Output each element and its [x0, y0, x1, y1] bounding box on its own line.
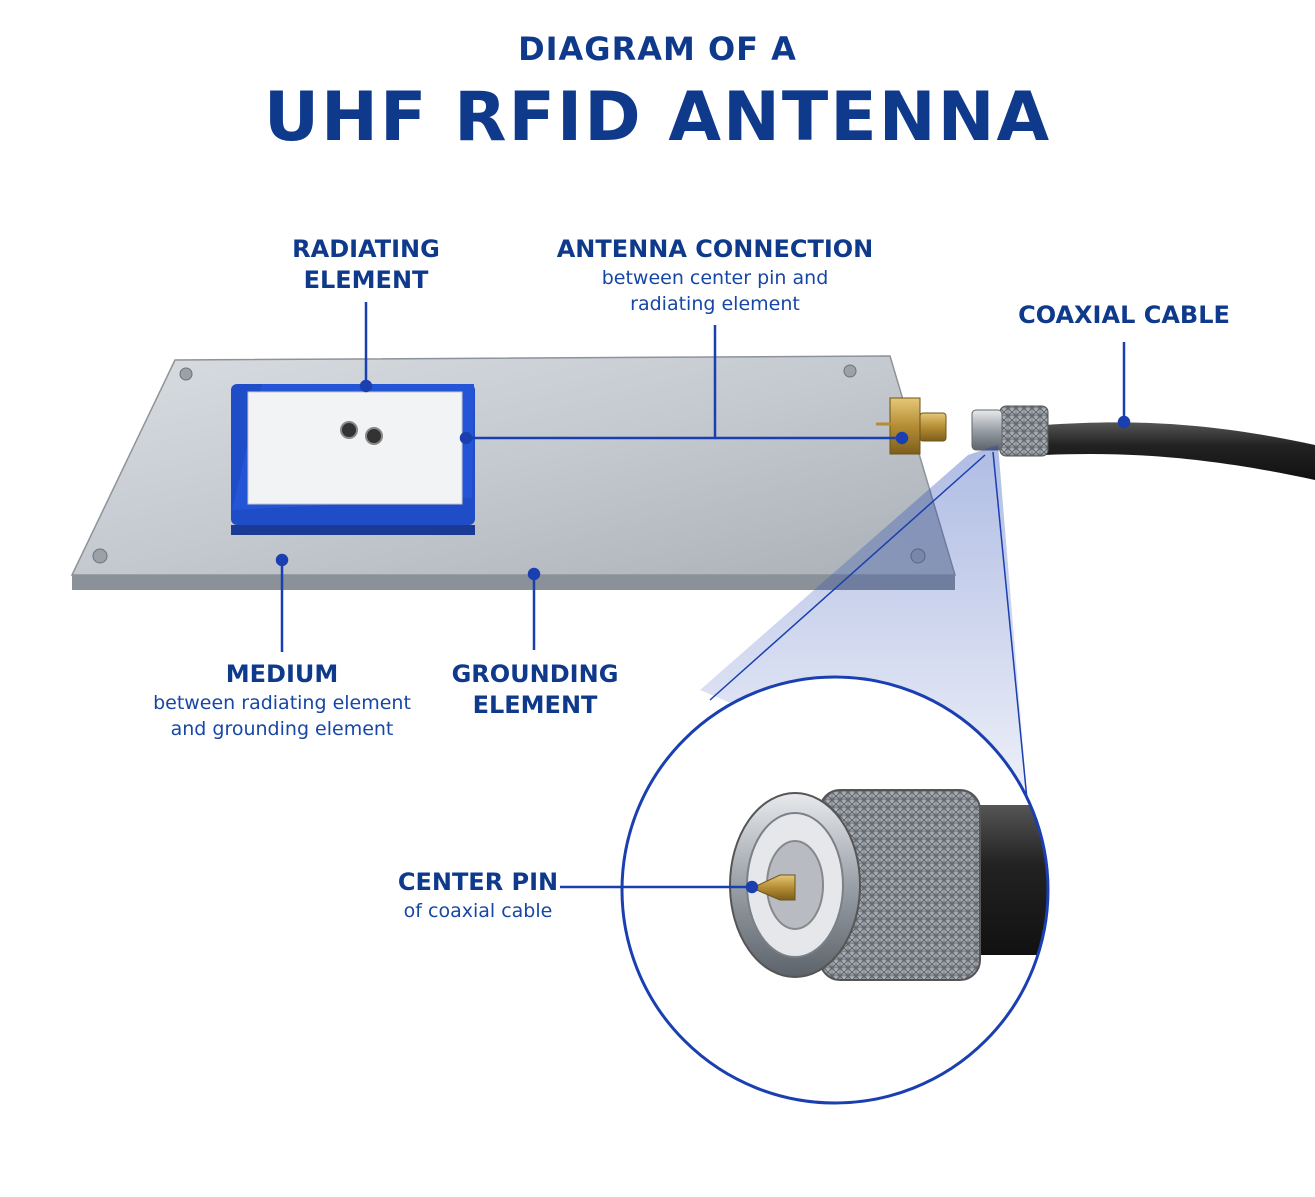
label-antenna-connection-heading: ANTENNA CONNECTION [556, 235, 874, 263]
ground-plate [70, 355, 957, 590]
label-coaxial-cable-heading: COAXIAL CABLE [1018, 301, 1230, 329]
label-medium-sub2: and grounding element [170, 718, 394, 740]
sma-connector [876, 397, 947, 455]
label-antenna-connection-sub2: radiating element [630, 293, 800, 315]
leader-lines [275, 302, 1131, 894]
label-center-pin-sub: of coaxial cable [403, 900, 553, 922]
title-line-2: UHF RFID ANTENNA [263, 78, 1052, 157]
label-radiating-element-line2: ELEMENT [303, 266, 429, 294]
title-line-1: DIAGRAM OF A [518, 30, 797, 68]
label-grounding-element-line2: ELEMENT [472, 691, 598, 719]
label-coaxial-cable: COAXIAL CABLE [1004, 300, 1244, 331]
label-radiating-element-line1: RADIATING [292, 235, 440, 263]
radiating-patch [231, 384, 475, 535]
label-medium-heading: MEDIUM [225, 660, 339, 688]
label-center-pin: CENTER PIN of coaxial cable [378, 867, 578, 924]
label-antenna-connection-sub1: between center pin and [601, 267, 829, 289]
label-grounding-element: GROUNDING ELEMENT [430, 659, 640, 721]
coaxial-cable [971, 405, 1315, 480]
label-grounding-element-line1: GROUNDING [451, 660, 619, 688]
label-radiating-element: RADIATING ELEMENT [246, 234, 486, 296]
label-medium-sub1: between radiating element [153, 692, 411, 714]
label-medium: MEDIUM between radiating element and gro… [132, 659, 432, 742]
label-center-pin-heading: CENTER PIN [397, 868, 559, 896]
label-antenna-connection: ANTENNA CONNECTION between center pin an… [545, 234, 885, 317]
zoom-circle [620, 675, 1050, 1105]
